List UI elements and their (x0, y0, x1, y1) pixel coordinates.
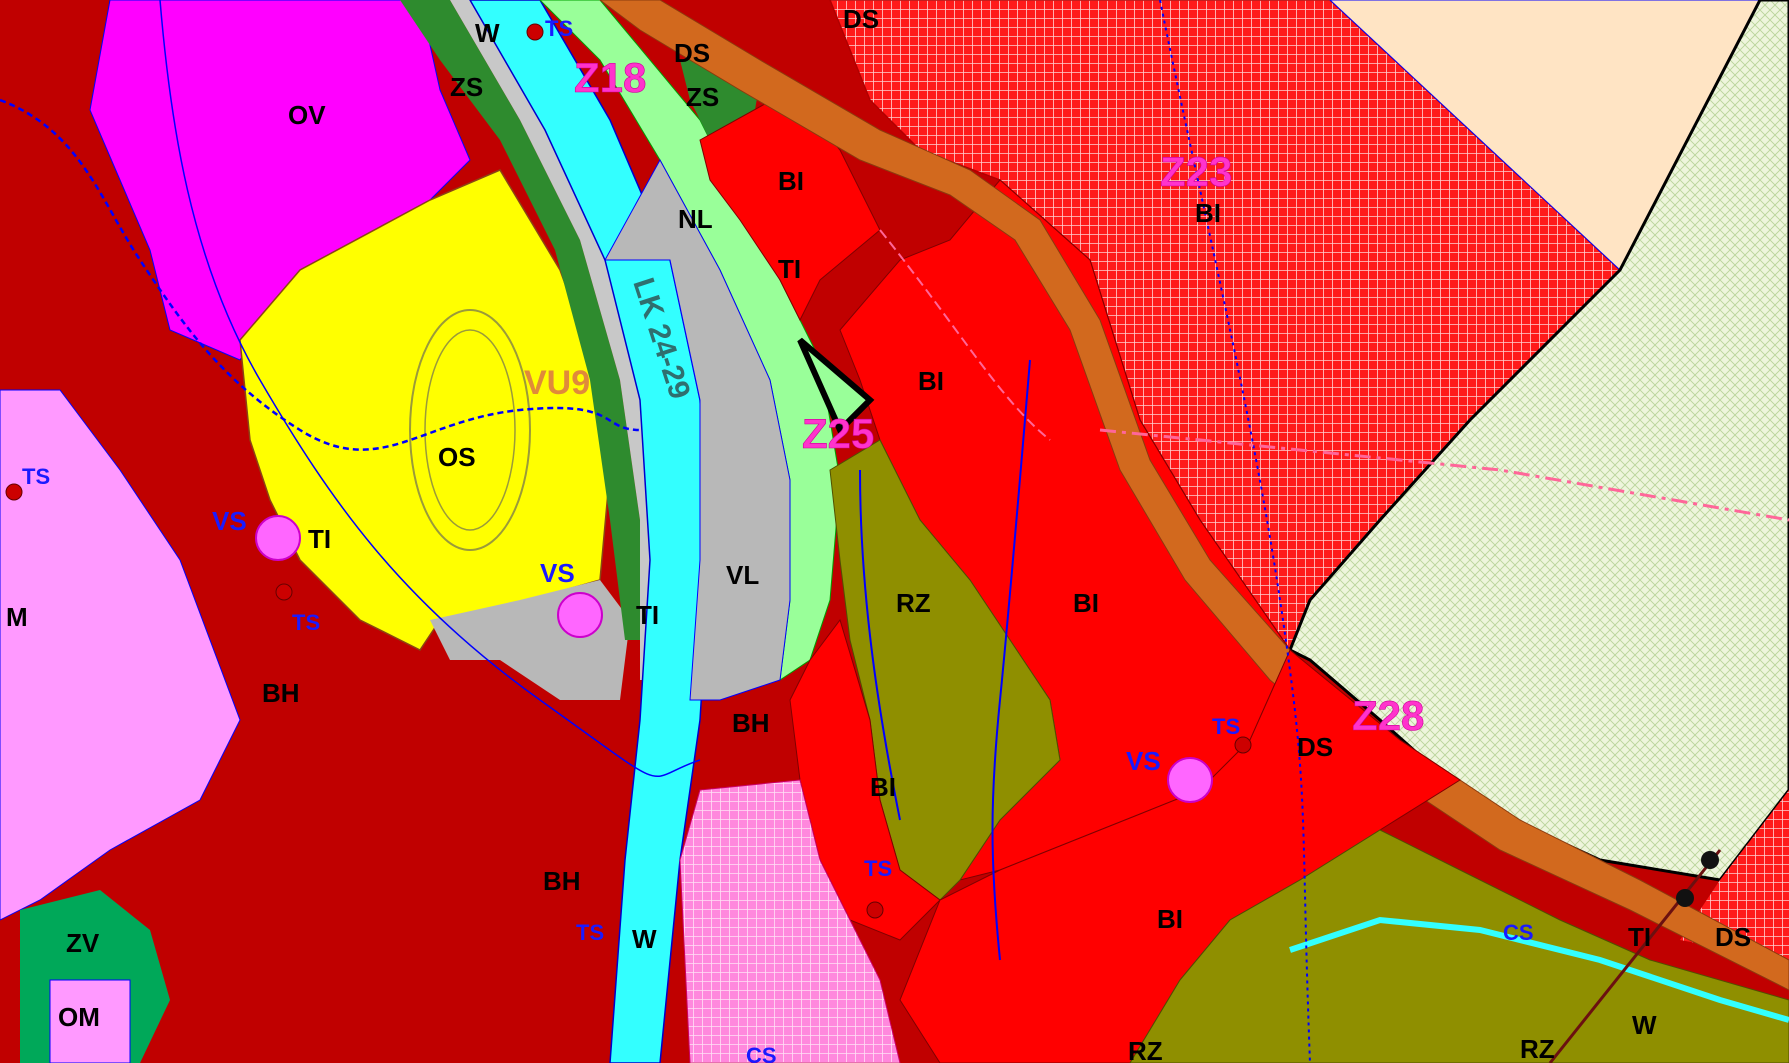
zone-label-w-bottom: W (632, 924, 657, 954)
zone-label-ds-top2: DS (674, 38, 710, 68)
zone-label-ti-1: TI (778, 254, 801, 284)
area-label-z18: Z18 (574, 54, 646, 101)
zone-label-vl: VL (726, 560, 759, 590)
utility-line-blue-1 (0, 98, 641, 451)
utility-line-dark-diagonal (1548, 849, 1722, 1063)
zone-label-w-right: W (1632, 1010, 1657, 1040)
utility-line-pink-2 (879, 229, 1051, 441)
civic-area-om (49, 979, 131, 1063)
greenery-strip-left (400, 0, 640, 640)
zone-label-bi-z23: BI (1195, 198, 1221, 228)
area-label-z28: Z28 (1352, 692, 1424, 739)
utility-line-blue-2 (159, 0, 701, 778)
zone-label-bi-4: BI (870, 772, 896, 802)
zone-label-bi-1: BI (778, 166, 804, 196)
transformer-3[interactable] (275, 583, 293, 601)
recreation-area-rz-bottom (1129, 829, 1789, 1063)
utility-line-blue-3 (1159, 0, 1311, 1063)
ts-label-5: TS (864, 856, 892, 881)
water-station-1[interactable] (255, 515, 301, 561)
area-label-vu9: VU9 (524, 364, 590, 402)
transformer-1[interactable] (526, 23, 544, 41)
ts-label-3: TS (292, 610, 320, 635)
pole-2 (1676, 889, 1694, 907)
water-station-3[interactable] (1167, 757, 1213, 803)
cs-label-1: CS (1503, 920, 1534, 945)
stream-bottom-right (1289, 916, 1789, 1023)
zone-label-ti-4: TI (1628, 922, 1651, 952)
utility-line-blue-5 (859, 469, 901, 821)
ts-label-4: TS (1212, 714, 1240, 739)
ts-label-6: TS (576, 920, 604, 945)
vs-label-3: VS (1126, 746, 1161, 776)
zone-label-bi-2: BI (918, 366, 944, 396)
cs-label-2: CS (746, 1043, 777, 1063)
vs-label-2: VS (540, 558, 575, 588)
zone-label-bh-3: BH (543, 866, 581, 896)
zone-label-ti-3: TI (636, 600, 659, 630)
zone-label-rz-2: RZ (1128, 1036, 1163, 1063)
zone-label-zv: ZV (66, 928, 100, 958)
transformer-4[interactable] (1234, 736, 1252, 754)
zone-label-bh-1: BH (262, 678, 300, 708)
zone-label-ds-mid: DS (1297, 732, 1333, 762)
zone-label-zs-1: ZS (450, 72, 483, 102)
zone-label-os: OS (438, 442, 476, 472)
vs-label-1: VS (212, 506, 247, 536)
utility-line-pink-1 (1099, 428, 1789, 522)
zone-label-bi-3: BI (1073, 588, 1099, 618)
running-track (409, 309, 531, 551)
transformer-2[interactable] (5, 483, 23, 501)
zone-label-ti-2: TI (308, 524, 331, 554)
zone-label-zs-2: ZS (686, 82, 719, 112)
zone-label-om: OM (58, 1002, 100, 1032)
zone-label-m: M (6, 602, 28, 632)
water-station-2[interactable] (557, 592, 603, 638)
zone-label-bh-2: BH (732, 708, 770, 738)
residential-area-bi-lower (789, 618, 941, 941)
residential-area-bi-bottom (899, 649, 1461, 1063)
running-track-inner (424, 329, 516, 531)
zone-label-ds-right: DS (1715, 922, 1751, 952)
zone-label-nl: NL (678, 204, 713, 234)
pole-1 (1701, 851, 1719, 869)
planned-area-z25-outline[interactable] (797, 337, 875, 436)
transformer-5[interactable] (866, 901, 884, 919)
zone-label-ov: OV (288, 100, 326, 130)
area-label-z23: Z23 (1160, 148, 1232, 195)
utility-line-blue-4 (991, 359, 1031, 961)
area-label-z25: Z25 (802, 410, 874, 457)
zone-label-w-top: W (475, 18, 500, 48)
zone-label-ds-top: DS (843, 4, 879, 34)
gray-area-vl (604, 158, 791, 701)
road-ds[interactable] (599, 0, 1789, 991)
zone-label-rz-1: RZ (896, 588, 931, 618)
ts-label-1: TS (545, 16, 573, 41)
zone-label-bi-5: BI (1157, 904, 1183, 934)
zone-label-rz-3: RZ (1520, 1034, 1555, 1063)
civic-hatched-area-bottom (679, 779, 901, 1063)
recreation-area-rz (829, 439, 1061, 901)
ts-label-2: TS (22, 464, 50, 489)
